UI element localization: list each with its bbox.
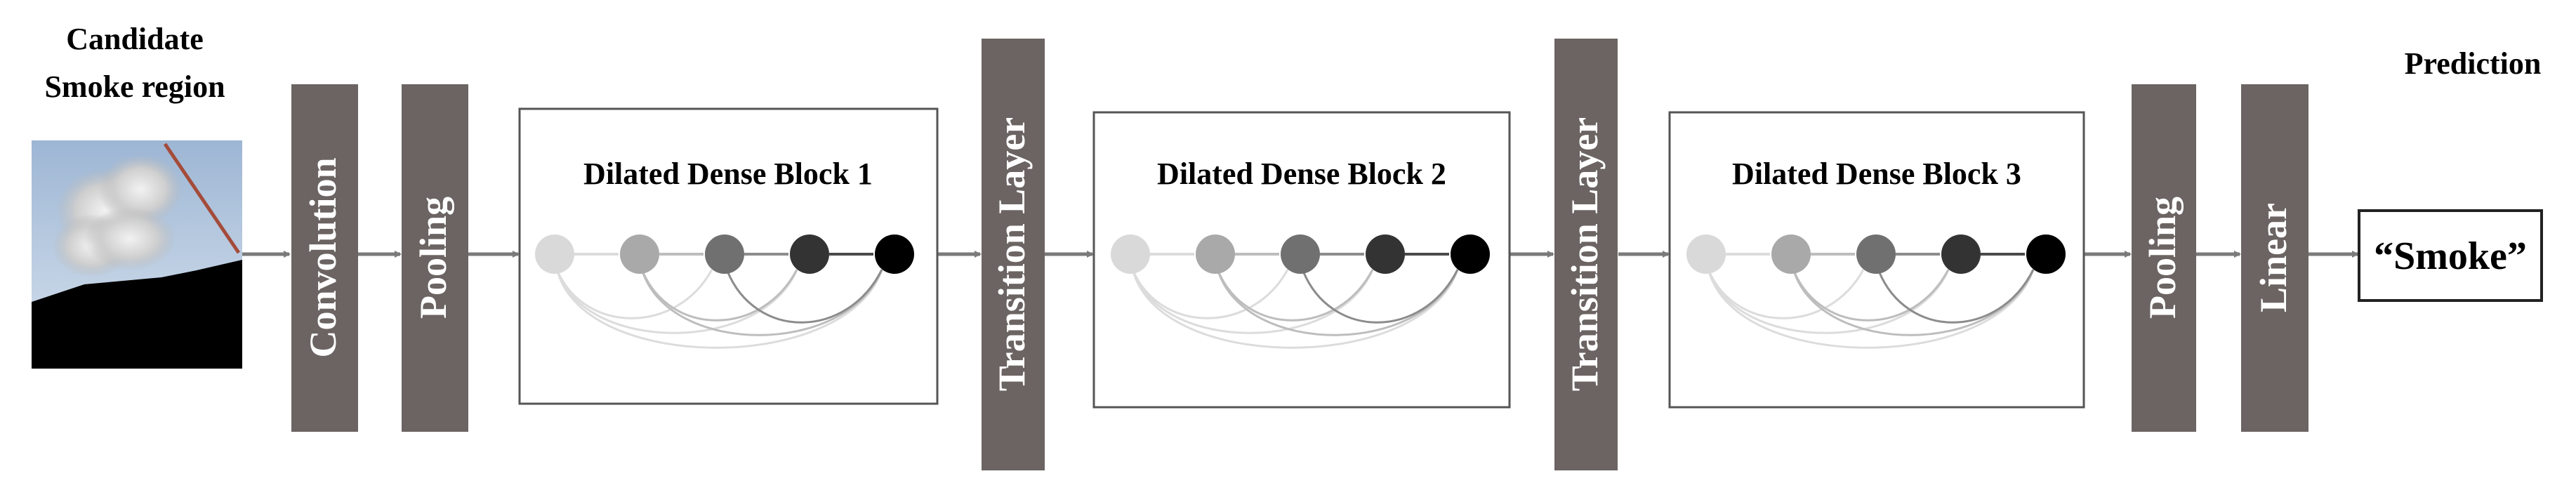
- skip-connection-1-2-4: [726, 269, 883, 324]
- prediction-header: Prediction: [2405, 46, 2542, 81]
- transition-label-1: Transition Layer: [991, 117, 1033, 392]
- pooling-layer-2: Pooling: [2132, 84, 2196, 432]
- dense-block-2-title: Dilated Dense Block 2: [1157, 157, 1446, 191]
- skip-connection-1-0-2: [556, 269, 713, 319]
- dense-node-2-2: [1196, 235, 1235, 274]
- dense-node-1-2: [620, 235, 659, 274]
- dense-block-1: Dilated Dense Block 1: [518, 107, 939, 405]
- dense-block-1-title: Dilated Dense Block 1: [583, 157, 873, 191]
- skip-connection-1-1-4: [641, 269, 883, 336]
- dense-node-3-2: [1771, 235, 1811, 274]
- dense-node-2-5: [1451, 235, 1490, 274]
- dense-node-3-5: [2026, 235, 2066, 274]
- skip-connection-3-2-4: [1877, 269, 2035, 324]
- input-label-line2: Smoke region: [44, 70, 225, 104]
- skip-connection-1-0-3: [556, 269, 798, 334]
- pooling-layer-1: Pooling: [402, 84, 468, 432]
- transition-layer-1: Transition Layer: [982, 39, 1045, 470]
- pooling-label-2: Pooling: [2141, 197, 2184, 319]
- skip-connection-3-0-3: [1708, 269, 1950, 334]
- dense-node-2-4: [1366, 235, 1405, 274]
- dense-block-2: Dilated Dense Block 2: [1092, 111, 1511, 409]
- transition-label-2: Transition Layer: [1564, 117, 1606, 392]
- convolution-layer: Convolution: [291, 84, 358, 432]
- volcano-smoke-image: [32, 140, 242, 369]
- prediction-value: “Smoke”: [2374, 235, 2527, 278]
- skip-connection-3-1-4: [1792, 269, 2035, 336]
- skip-connection-2-1-3: [1217, 269, 1374, 322]
- dense-node-3-4: [1941, 235, 1981, 274]
- skip-connection-3-1-3: [1792, 269, 1950, 322]
- skip-connection-3-0-2: [1708, 269, 1865, 319]
- skip-connection-3-0-4: [1708, 269, 2035, 349]
- skip-connection-2-0-2: [1132, 269, 1289, 319]
- dense-node-2-1: [1111, 235, 1150, 274]
- dense-node-1-3: [705, 235, 744, 274]
- prediction-box: “Smoke”: [2358, 209, 2543, 302]
- skip-connection-2-2-4: [1302, 269, 1459, 324]
- linear-label: Linear: [2252, 203, 2294, 312]
- skip-connection-1-0-4: [556, 269, 883, 349]
- pooling-label-1: Pooling: [412, 197, 454, 319]
- transition-layer-2: Transition Layer: [1554, 39, 1618, 470]
- linear-layer: Linear: [2241, 84, 2309, 432]
- dense-block-3-title: Dilated Dense Block 3: [1732, 157, 2021, 191]
- input-label-line1: Candidate: [66, 22, 204, 56]
- dense-node-1-1: [535, 235, 574, 274]
- dense-block-3: Dilated Dense Block 3: [1668, 111, 2085, 409]
- skip-connection-2-1-4: [1217, 269, 1459, 336]
- dense-node-2-3: [1281, 235, 1320, 274]
- dense-node-1-5: [875, 235, 914, 274]
- dense-node-3-3: [1856, 235, 1896, 274]
- skip-connection-2-0-4: [1132, 269, 1459, 349]
- convolution-label: Convolution: [302, 157, 344, 357]
- dense-node-3-1: [1686, 235, 1726, 274]
- skip-connection-1-1-3: [641, 269, 798, 322]
- skip-connection-2-0-3: [1132, 269, 1374, 334]
- dense-node-1-4: [790, 235, 829, 274]
